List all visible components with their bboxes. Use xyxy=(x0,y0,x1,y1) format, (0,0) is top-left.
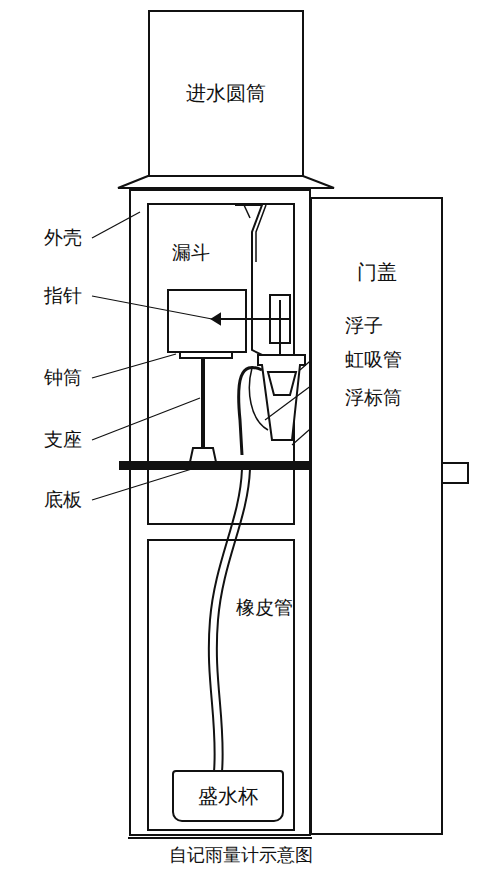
labelled-shape: 进水圆筒 xyxy=(148,10,304,177)
brim xyxy=(118,176,334,188)
base-plate xyxy=(120,462,310,469)
float xyxy=(268,372,296,395)
part-name: 支座 xyxy=(44,430,82,449)
labelled-shape: 盛水杯 xyxy=(172,770,284,822)
casing-foot xyxy=(128,837,312,839)
part-name: 底板 xyxy=(44,490,82,509)
funnel-wall xyxy=(256,205,266,262)
leader-line xyxy=(92,296,212,319)
labelled-shape: 门盖 xyxy=(310,197,443,835)
funnel-inner xyxy=(244,205,250,218)
leader-line xyxy=(92,398,200,440)
part-name: 浮标筒 xyxy=(345,388,402,407)
shape-label: 门盖 xyxy=(357,259,397,286)
leader-line xyxy=(92,354,176,378)
support-foot xyxy=(190,448,216,462)
drum-base xyxy=(180,352,232,358)
part-name: 橡皮管 xyxy=(236,598,293,617)
shape-label: 盛水杯 xyxy=(198,783,258,810)
part-name: 指针 xyxy=(44,286,82,305)
leader-line xyxy=(92,468,195,500)
door-knob xyxy=(442,463,468,483)
funnel xyxy=(235,205,262,262)
shape-label: 进水圆筒 xyxy=(186,80,266,107)
part-name: 外壳 xyxy=(44,228,82,247)
pointer-tip xyxy=(212,314,220,324)
part-name: 浮子 xyxy=(345,316,383,335)
pointer-arm xyxy=(215,318,290,320)
lower-compartment xyxy=(148,540,294,830)
inlet-tube xyxy=(252,262,262,355)
siphon-inner xyxy=(249,368,268,430)
part-name: 漏斗 xyxy=(172,243,210,262)
part-name: 钟筒 xyxy=(44,368,82,387)
outer-casing xyxy=(130,190,310,835)
support-rod xyxy=(201,358,205,448)
rubber-hose-wall xyxy=(217,469,250,772)
leader-line xyxy=(92,212,140,238)
rubber-hose xyxy=(209,469,242,772)
clock-drum xyxy=(168,290,246,352)
part-name: 虹吸管 xyxy=(345,350,402,369)
figure-caption: 自记雨量计示意图 xyxy=(169,846,313,864)
